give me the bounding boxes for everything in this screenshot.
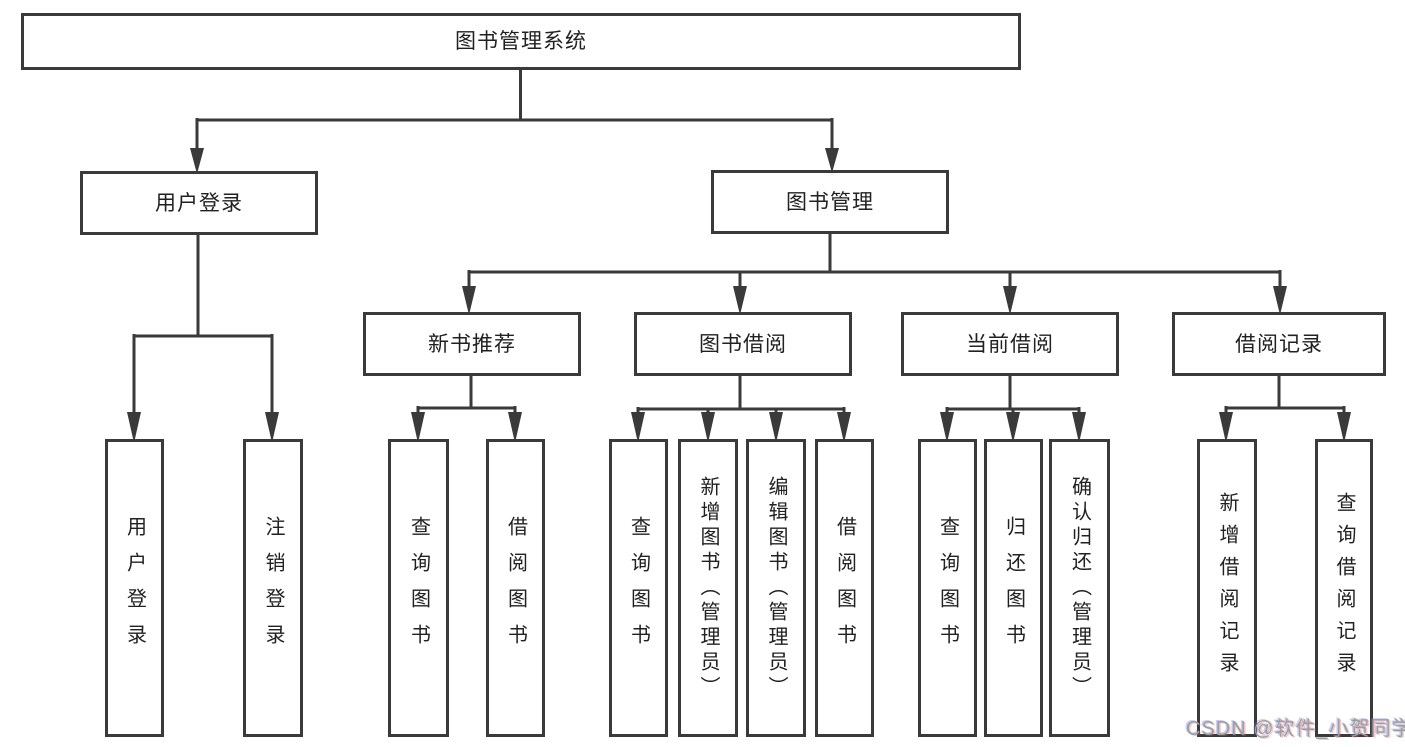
connector-new-book-children	[411, 375, 522, 443]
leaf-borrow-add-books-admin: 新增图书（管理员）	[678, 439, 738, 737]
leaf-current-confirm-return-admin-label: 确认归还（管理员）	[1068, 475, 1091, 701]
node-user-login: 用户登录	[80, 171, 318, 235]
leaf-borrow-add-books-admin-label: 新增图书（管理员）	[697, 475, 719, 701]
leaf-borrow-borrow-books: 借阅图书	[815, 439, 874, 737]
connector-book-management-children	[462, 233, 1287, 315]
leaf-borrow-edit-books-admin: 编辑图书（管理员）	[746, 439, 806, 737]
leaf-user-login-label: 用户登录	[123, 516, 146, 660]
leaf-borrow-borrow-books-label: 借阅图书	[833, 516, 856, 660]
leaf-logout: 注销登录	[243, 439, 303, 737]
leaf-records-add-record: 新增借阅记录	[1197, 439, 1257, 737]
leaf-current-query-books: 查询图书	[918, 439, 977, 737]
leaf-borrow-query-books-label: 查询图书	[627, 516, 650, 660]
leaf-newbook-query-books-label: 查询图书	[407, 516, 430, 660]
node-book-borrow: 图书借阅	[634, 312, 852, 376]
leaf-newbook-borrow-books: 借阅图书	[486, 439, 545, 737]
leaf-current-confirm-return-admin: 确认归还（管理员）	[1049, 439, 1110, 737]
leaf-records-add-record-label: 新增借阅记录	[1216, 492, 1238, 684]
leaf-current-return-books-label: 归还图书	[1002, 516, 1025, 660]
leaf-records-query-record-label: 查询借阅记录	[1333, 492, 1355, 684]
node-root-system: 图书管理系统	[21, 13, 1021, 70]
leaf-newbook-query-books: 查询图书	[388, 439, 449, 737]
leaf-records-query-record: 查询借阅记录	[1315, 439, 1373, 737]
csdn-watermark: CSDN @软件_小贺同学	[1186, 718, 1405, 740]
leaf-logout-label: 注销登录	[262, 516, 284, 660]
leaf-current-return-books: 归还图书	[984, 439, 1043, 737]
connector-root-to-level2	[190, 69, 839, 174]
node-borrow-records: 借阅记录	[1172, 312, 1386, 376]
leaf-newbook-borrow-books-label: 借阅图书	[504, 516, 527, 660]
connector-borrow-records-children	[1219, 375, 1351, 443]
leaf-current-query-books-label: 查询图书	[936, 516, 959, 660]
leaf-user-login: 用户登录	[105, 439, 164, 737]
connector-current-borrow-children	[940, 375, 1086, 443]
leaf-borrow-query-books: 查询图书	[609, 439, 668, 737]
leaf-borrow-edit-books-admin-label: 编辑图书（管理员）	[765, 475, 787, 701]
connector-user-login-children	[127, 234, 279, 443]
connector-book-borrow-children	[631, 375, 851, 443]
node-new-book-recommend: 新书推荐	[363, 312, 581, 376]
node-current-borrow: 当前借阅	[901, 312, 1119, 376]
node-book-management: 图书管理	[711, 170, 949, 234]
